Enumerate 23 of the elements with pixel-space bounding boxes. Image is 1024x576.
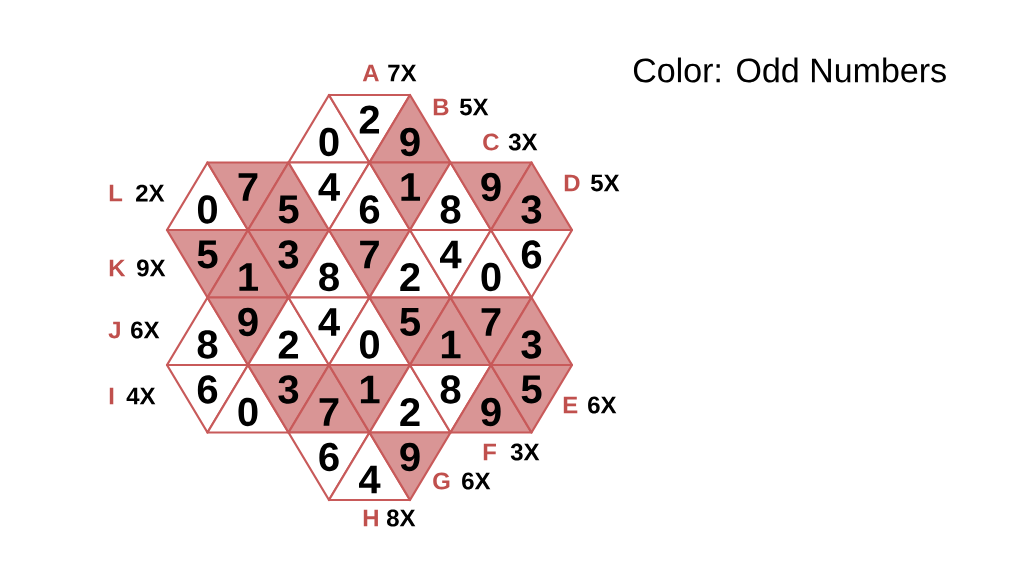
corner-letter: B — [433, 98, 449, 116]
corner-letter: A — [362, 64, 379, 82]
corner-letter: J — [108, 321, 120, 339]
multiplier-label: 3X — [508, 133, 538, 151]
corner-letter: L — [109, 184, 123, 202]
corner-letter: H — [363, 509, 378, 527]
multiplier-label: 6X — [131, 321, 160, 339]
multiplier-label: 2X — [136, 184, 165, 202]
multiplier-label: 5X — [459, 98, 489, 116]
multiplier-label: 3X — [510, 443, 540, 461]
corner-letter: G — [433, 472, 450, 490]
multiplier-label: 7X — [388, 64, 417, 82]
corner-letter: F — [483, 443, 496, 461]
multiplier-label: 8X — [387, 509, 416, 527]
title: Color: Odd Numbers — [633, 57, 946, 83]
multiplier-label: 4X — [126, 387, 156, 405]
multiplier-label: 6X — [588, 396, 617, 414]
corner-letter: K — [109, 259, 126, 277]
multiplier-label: 9X — [137, 259, 166, 277]
multiplier-label: 5X — [590, 174, 620, 192]
corner-letter: C — [483, 133, 499, 151]
corner-letter: I — [109, 387, 114, 405]
multiplier-label: 6X — [462, 472, 491, 490]
